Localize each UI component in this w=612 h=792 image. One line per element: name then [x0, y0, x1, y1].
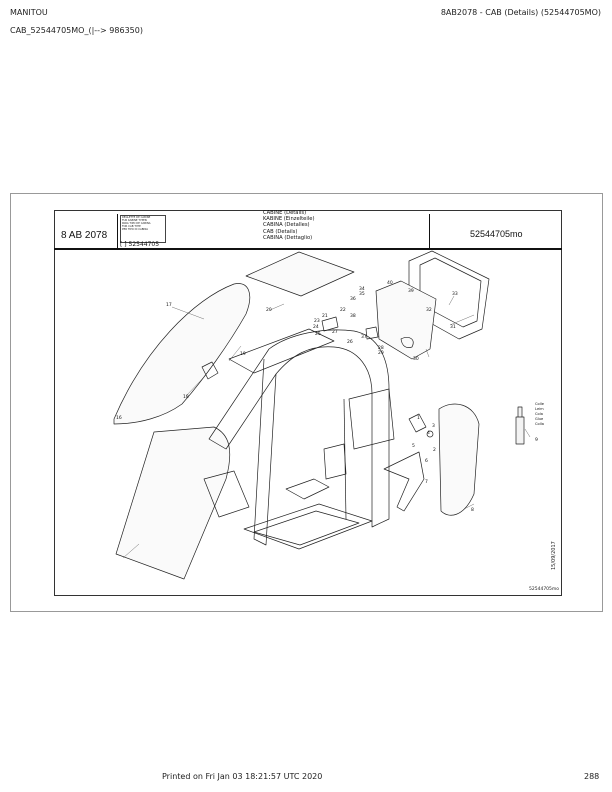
callout-35: 35 [359, 291, 365, 297]
part-latch [365, 326, 379, 340]
callout-36: 36 [350, 296, 356, 302]
callout-4: 4 [427, 430, 430, 436]
callout-6: 6 [425, 458, 428, 464]
part-knob [426, 430, 434, 438]
callout-8: 8 [471, 507, 474, 513]
ref-line: FOR CAB TYPE [122, 225, 141, 228]
part-windscreen [115, 426, 231, 580]
callout-7: 7 [425, 479, 428, 485]
callout-24: 24 [313, 324, 319, 330]
ref-line: PER TIPO DI CABINA [122, 228, 149, 231]
ref-line: REGLETTE DE CABINE [122, 216, 151, 219]
part-hinge [321, 316, 339, 332]
callout-21: 21 [322, 313, 328, 319]
callout-40: 40 [387, 280, 393, 286]
cab-floor-plate [253, 510, 360, 546]
callout-34: 34 [359, 286, 365, 292]
cab-console [203, 470, 250, 518]
title-es: CABINA (Detalles) [263, 222, 310, 229]
title-block-rule [54, 248, 562, 250]
callout-38: 38 [350, 313, 356, 319]
glue-label-it: Colla [535, 422, 544, 426]
title-de: KABINE (Einzelteile) [263, 216, 315, 223]
part-door-glass [438, 403, 480, 516]
drawing-code: 8 AB 2078 [61, 230, 108, 241]
callout-37: 37 [361, 334, 367, 340]
reference-number: [ ] 52544705 [120, 241, 160, 248]
callout-23: 23 [314, 318, 320, 324]
callout-17: 17 [166, 302, 172, 308]
cab-pillar [253, 358, 277, 546]
sheet-reference: 52544705mo [529, 587, 560, 592]
title-block-divider [429, 214, 430, 248]
cab-door-frame [348, 388, 395, 450]
callout-32: 32 [426, 307, 432, 313]
glue-label-en: Glue [535, 417, 544, 421]
section-title: 8AB2078 - CAB (Details) (52544705MO) [440, 8, 601, 17]
cab-floor [243, 503, 373, 550]
ref-line: PARA TIPO DE CABINA [122, 222, 151, 225]
ref-line: FUR KABINE TYPEN [122, 219, 147, 222]
glue-label-de: Leim [535, 407, 544, 411]
breadcrumb[interactable]: CAB_52544705MO_(|--> 986350) [10, 26, 143, 35]
glue-bottle [515, 406, 525, 445]
callout-3: 3 [432, 423, 435, 429]
callout-33: 33 [452, 291, 458, 297]
print-timestamp: Printed on Fri Jan 03 18:21:57 UTC 2020 [162, 772, 323, 781]
callout-27: 27 [332, 329, 338, 335]
callout-25: 25 [315, 331, 321, 337]
part-roof-glass [245, 251, 355, 297]
callout-26: 26 [347, 339, 353, 345]
cab-roof-panel [228, 328, 335, 374]
drawing-titles: CABINE (Details) KABINE (Einzelteile) CA… [263, 210, 314, 241]
part-handle [400, 337, 414, 348]
figure-frame [10, 193, 603, 612]
callout-30: 30 [413, 356, 419, 362]
title-en: CAB (Details) [263, 228, 298, 235]
part-bracket [408, 413, 427, 433]
cab-frame [208, 329, 390, 528]
callout-20: 20 [266, 307, 272, 313]
page-number: 288 [584, 772, 600, 781]
brand-name: MANITOU [10, 8, 48, 17]
callout-9: 9 [535, 437, 538, 443]
callout-1: 1 [417, 415, 420, 421]
callout-22: 22 [340, 307, 346, 313]
part-side-glass [113, 283, 251, 425]
part-rear-glass [375, 280, 437, 360]
part-number: 52544705mo [470, 229, 523, 239]
callout-39: 39 [408, 288, 414, 294]
title-fr: CABINE (Details) [263, 210, 307, 216]
part-door-trim [383, 451, 425, 512]
callout-31: 31 [450, 324, 456, 330]
callout-5: 5 [412, 443, 415, 449]
cab-exploded-diagram: 1 2 3 4 5 6 7 8 9 16 17 18 19 20 21 22 2… [113, 250, 545, 580]
title-block-divider [117, 214, 118, 248]
callout-19: 19 [240, 351, 246, 357]
callout-16: 16 [116, 415, 122, 421]
cab-rear-mesh [323, 443, 347, 480]
drawing-date: 15/09/2017 [551, 541, 557, 570]
reference-number-value: 52544705 [128, 241, 160, 248]
glue-label-fr: Colle [535, 402, 545, 406]
cab-type-reference-box: REGLETTE DE CABINE FUR KABINE TYPEN PARA… [120, 215, 166, 243]
callout-18: 18 [183, 394, 189, 400]
callout-2: 2 [433, 447, 436, 453]
callout-29: 29 [378, 350, 384, 356]
cab-seat-frame [285, 478, 330, 500]
title-it: CABINA (Dettaglio) [263, 234, 313, 241]
callout-28: 28 [378, 345, 384, 351]
glue-label-es: Cola [535, 412, 543, 416]
